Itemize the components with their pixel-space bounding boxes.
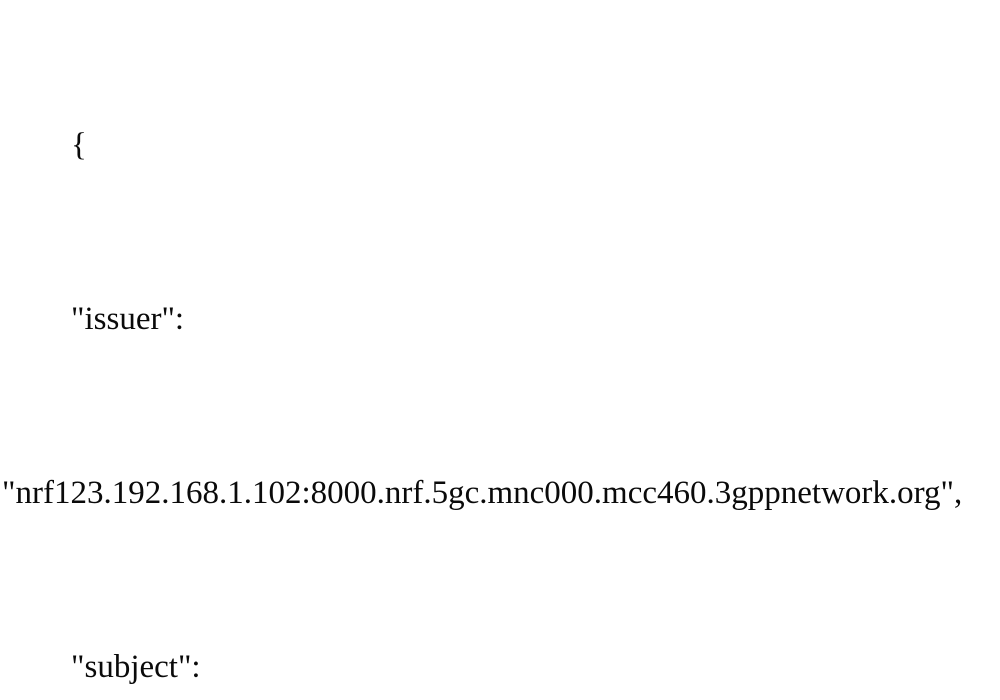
issuer-value-line: "nrf123.192.168.1.102:8000.nrf.5gc.mnc00… [2,475,963,511]
open-brace-line: { [71,127,87,163]
issuer-key-line: "issuer": [71,301,185,337]
subject-key-line: "subject": [71,649,201,685]
